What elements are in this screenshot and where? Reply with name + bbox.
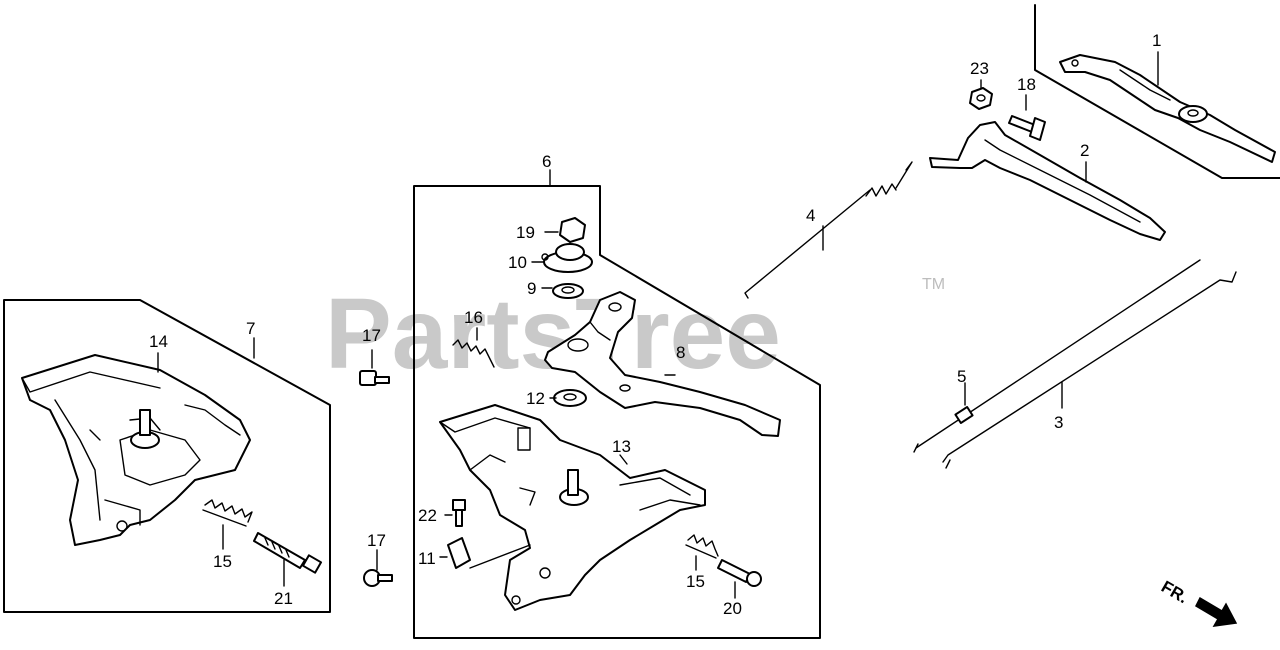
callout-15-left: 15: [213, 552, 232, 571]
screw-22: [444, 499, 466, 527]
bolt-18: [1008, 94, 1046, 141]
governor-bracket-14: [21, 354, 251, 546]
nut-19: [544, 217, 586, 243]
callout-3: 3: [1054, 413, 1063, 432]
callout-2: 2: [1080, 141, 1089, 160]
callout-13: 13: [612, 437, 631, 456]
washer-12: [549, 389, 587, 407]
callout-12: 12: [526, 389, 545, 408]
callout-18: 18: [1017, 75, 1036, 94]
screw-17-lower: [363, 549, 393, 587]
callout-19: 19: [516, 223, 535, 242]
callout-labels: 1 2 3 4 5 6 7 8 9 10 11 12 13 14 15 15 1…: [149, 31, 1161, 618]
spring-15-left: [202, 499, 253, 527]
group-box-1: [1034, 4, 1280, 179]
bolt-20: [717, 559, 762, 587]
callout-20: 20: [723, 599, 742, 618]
clip-11: [439, 537, 531, 569]
callout-17-lower: 17: [367, 531, 386, 550]
watermark-trademark: TM: [922, 276, 945, 293]
watermark-text: PartsTree: [325, 278, 781, 390]
lever-1: [1059, 54, 1276, 163]
nut-23: [969, 87, 993, 110]
callout-11: 11: [418, 549, 436, 568]
callout-17-upper: 17: [362, 326, 381, 345]
callout-7: 7: [246, 319, 255, 338]
callout-22: 22: [418, 506, 437, 525]
callout-9: 9: [527, 279, 536, 298]
rod-4: [744, 161, 913, 299]
rod-5: [913, 259, 1201, 453]
callout-4: 4: [806, 206, 815, 225]
bolt-21: [253, 532, 323, 574]
lever-2: [929, 121, 1166, 241]
group-box-7: [3, 299, 331, 613]
callout-21: 21: [274, 589, 293, 608]
callout-1: 1: [1152, 31, 1161, 50]
group-box-6: [413, 169, 821, 639]
bracket-13: [439, 404, 706, 611]
callout-23: 23: [970, 59, 989, 78]
callout-14: 14: [149, 332, 168, 351]
lever-8: [544, 291, 781, 437]
spring-16: [452, 327, 495, 368]
callout-6: 6: [542, 152, 551, 171]
arrow-icon: [1195, 596, 1238, 627]
callout-8: 8: [676, 343, 685, 362]
direction-marker: FR.: [1158, 577, 1238, 627]
rod-3: [942, 271, 1237, 469]
screw-17-upper: [359, 349, 390, 386]
spring-15-center: [685, 534, 719, 559]
direction-label: FR.: [1158, 577, 1191, 607]
washer-10: [531, 243, 593, 273]
callout-16: 16: [464, 308, 483, 327]
callout-5: 5: [957, 367, 966, 386]
washer-9: [541, 283, 584, 299]
callout-15-center: 15: [686, 572, 705, 591]
callout-10: 10: [508, 253, 527, 272]
